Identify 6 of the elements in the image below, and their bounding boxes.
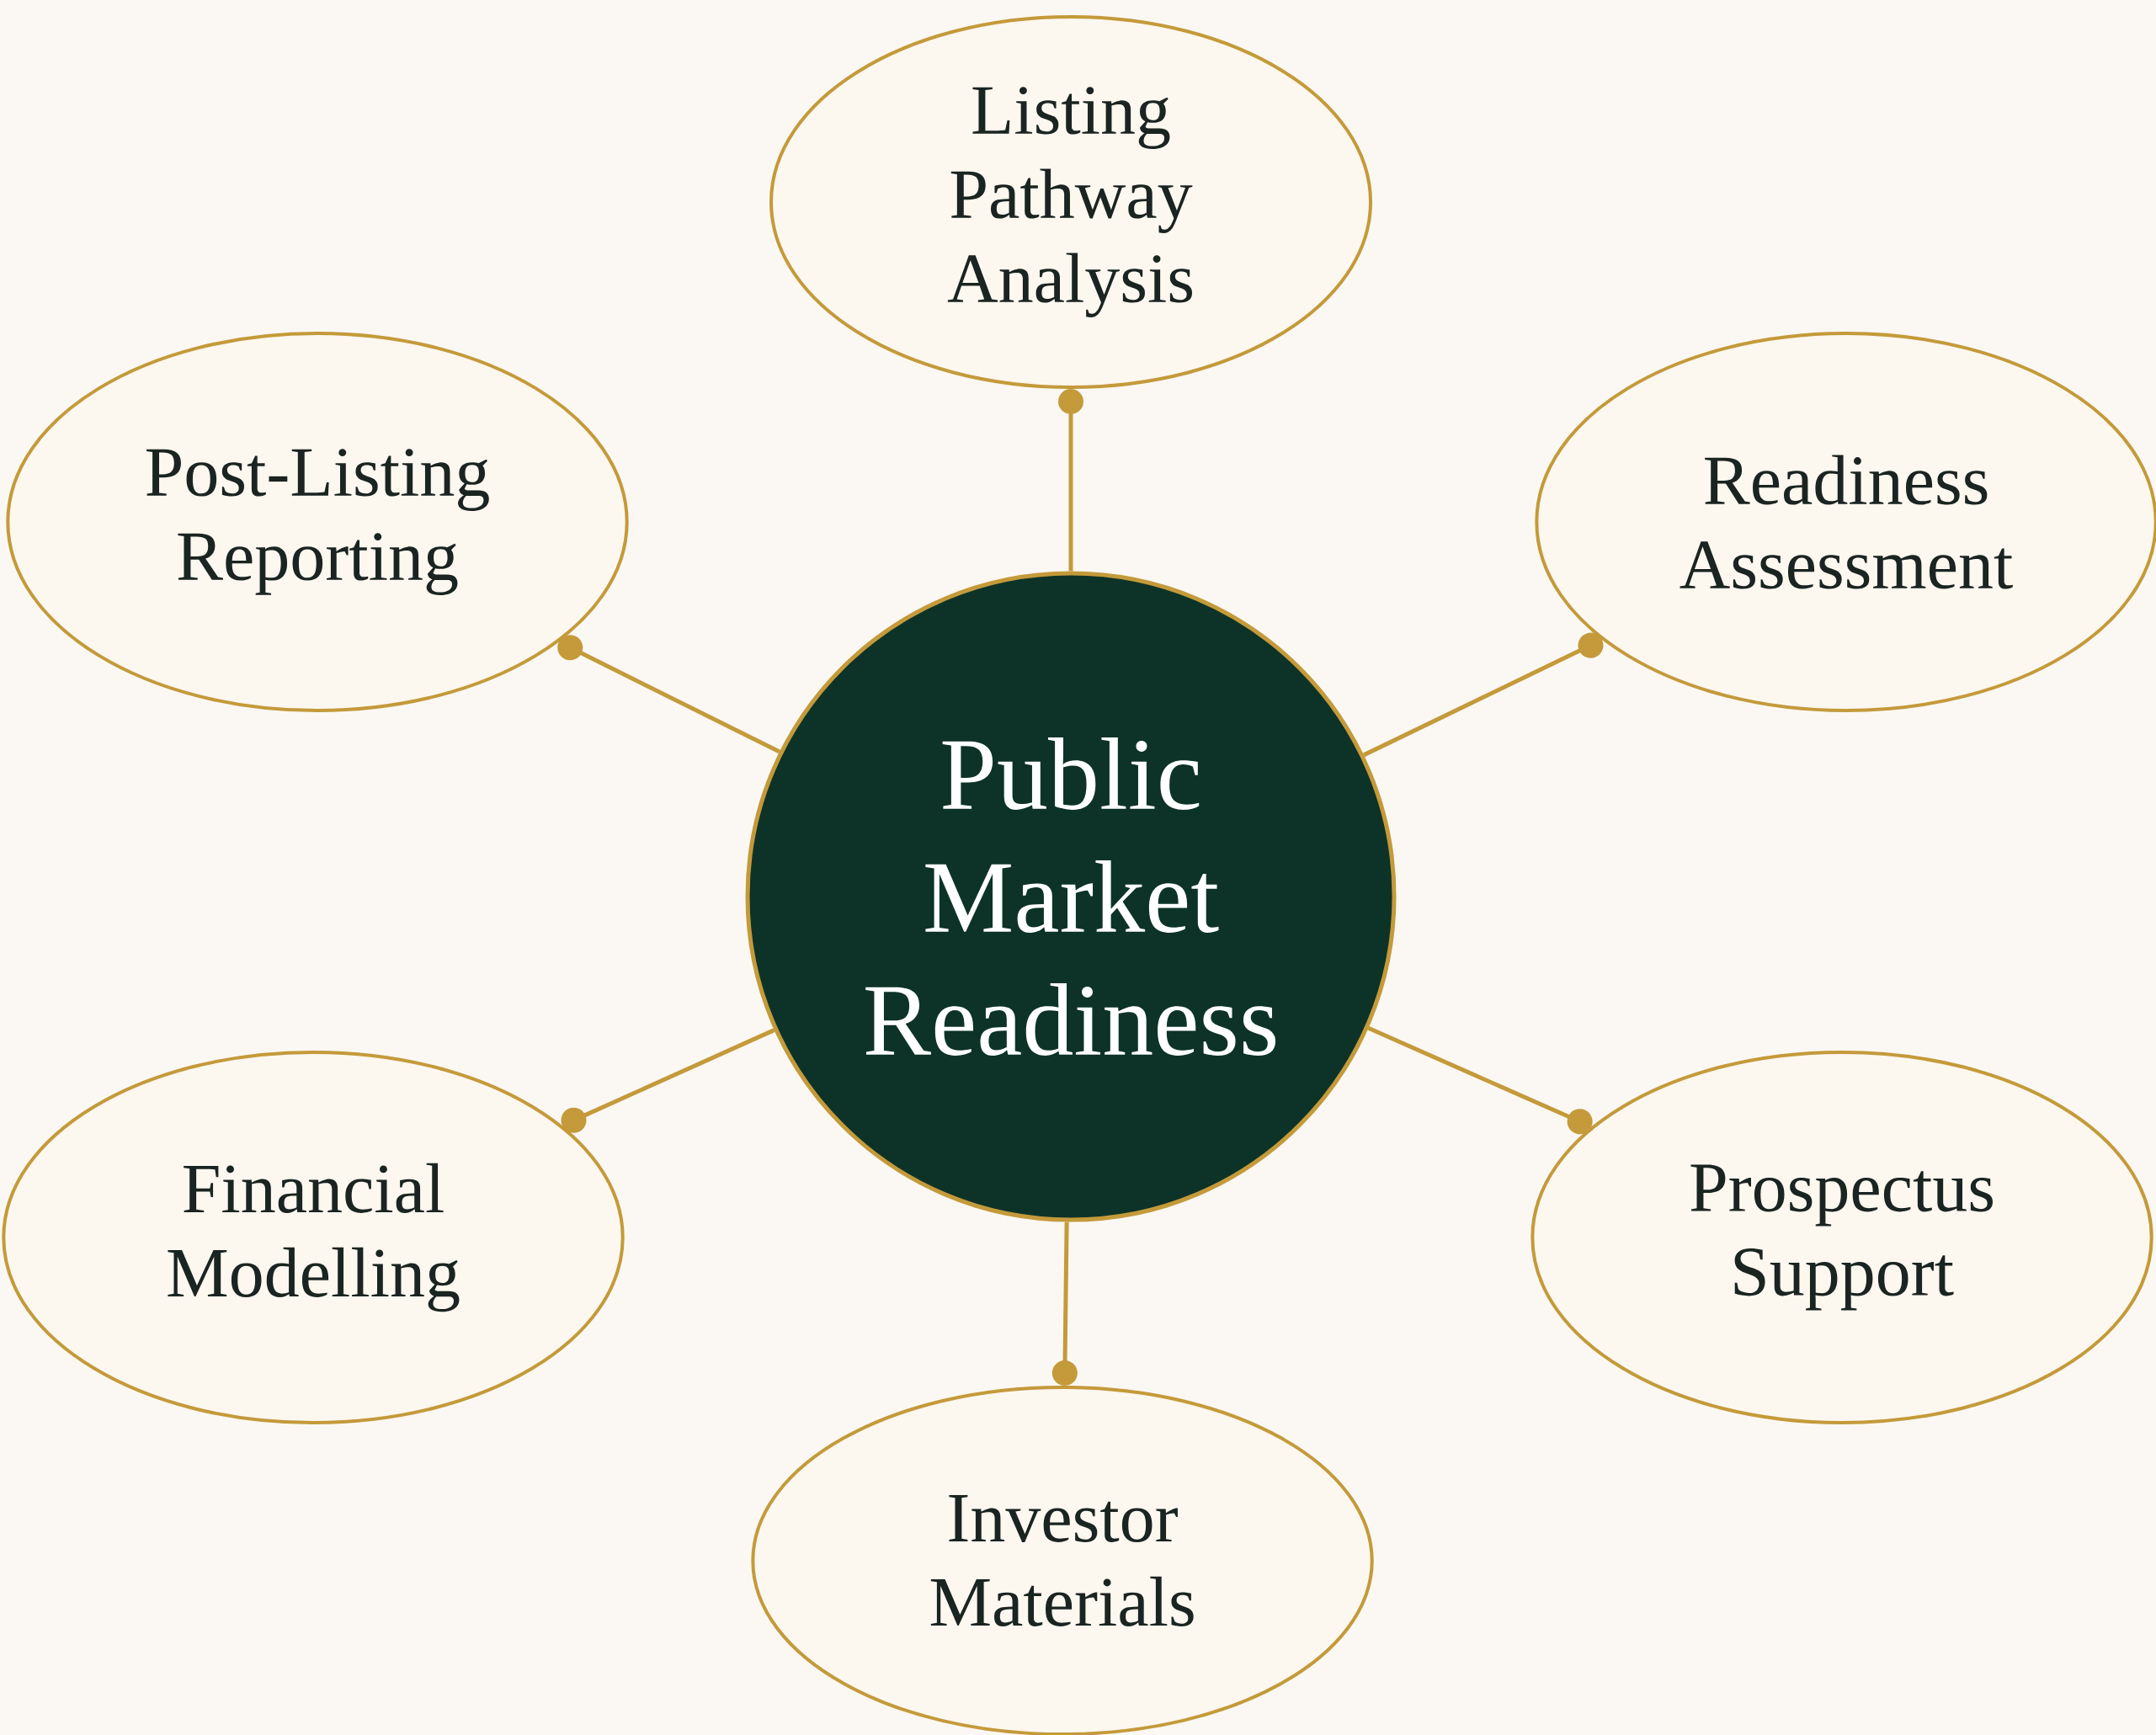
connector: [1051, 1221, 1078, 1386]
connector: [1362, 632, 1604, 758]
connector: [1367, 1026, 1593, 1135]
connector: [1058, 389, 1083, 572]
connector: [557, 635, 781, 754]
connector: [561, 1028, 775, 1133]
